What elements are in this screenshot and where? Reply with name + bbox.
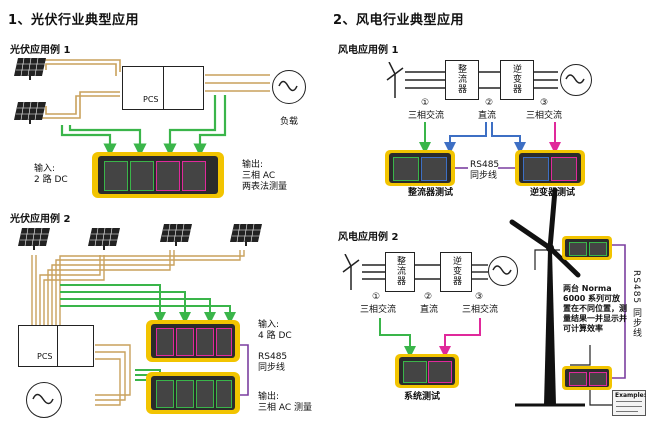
inverter-box: 逆变器	[500, 60, 534, 100]
pv1-pcs-box: PCS	[122, 66, 204, 110]
pv2-sync-line	[240, 344, 249, 396]
inverter-test-label: 逆变器测试	[530, 188, 576, 198]
power-analyzer-device	[92, 152, 224, 198]
ac3-label: 三相交流	[526, 111, 563, 121]
wind-section-title: 2、风电行业典型应用	[333, 13, 465, 28]
pv1-output-label: 输出: 三相 AC 两表法测量	[242, 160, 288, 192]
rs485-sync-vertical-label: RS485 同步线	[631, 270, 641, 339]
wind2-magenta-arrow	[439, 318, 481, 358]
solar-panel-icon	[18, 228, 50, 250]
pv1-title: 光伏应用例 1	[10, 45, 71, 56]
example-display-box: Example:	[612, 390, 646, 416]
pv2-title: 光伏应用例 2	[10, 214, 71, 225]
rectifier-box: 整流器	[445, 60, 479, 100]
power-analyzer-device	[515, 150, 585, 186]
wind2-note: 两台 Norma 6000 系列可放置在不同位置，测量结果一并显示并可计算效率	[563, 284, 627, 333]
solar-panel-icon	[160, 224, 192, 246]
wind1-title: 风电应用例 1	[338, 45, 399, 56]
pv2-pcs-box: PCS	[18, 325, 94, 367]
ac3-label: 三相交流	[360, 305, 397, 315]
pv2-output-label: 输出: 三相 AC 测量	[258, 392, 313, 413]
wind1-power-lines	[405, 71, 558, 89]
power-analyzer-device	[146, 320, 240, 362]
measure-point-1: ①	[372, 292, 381, 302]
pv2-sync-label: RS485 同步线	[258, 352, 288, 373]
wind1-blue-arrows	[444, 122, 526, 154]
solar-panel-icon	[88, 228, 120, 250]
wind1-sync-label: RS485 同步线	[470, 160, 500, 181]
solar-panel-icon	[14, 102, 46, 124]
measure-point-3: ③	[540, 98, 549, 108]
power-analyzer-device	[562, 236, 612, 260]
wind-turbine-icon	[385, 62, 405, 98]
dc-label: 直流	[478, 111, 497, 121]
wind2-sync-line	[612, 244, 626, 379]
ac3-label: 三相交流	[408, 111, 445, 121]
measure-point-2: ②	[424, 292, 433, 302]
ac-source-icon	[26, 382, 62, 418]
ac-source-icon	[560, 64, 592, 96]
wind2-title: 风电应用例 2	[338, 232, 399, 243]
load-label: 负载	[280, 117, 299, 127]
ac-source-icon	[488, 256, 518, 286]
power-analyzer-device	[385, 150, 455, 186]
pcs-label: PCS	[143, 95, 159, 104]
system-test-label: 系统测试	[404, 392, 441, 402]
wind2-power-lines	[362, 264, 488, 280]
measure-point-1: ①	[421, 98, 430, 108]
pv1-measure-arrows	[60, 95, 227, 157]
solar-panel-icon	[230, 224, 262, 246]
wind-turbine-icon	[340, 254, 362, 290]
power-analyzer-device	[395, 354, 459, 388]
pv2-input-label: 输入: 4 路 DC	[258, 320, 292, 341]
pcs-label: PCS	[37, 352, 53, 361]
power-analyzer-device	[146, 372, 240, 414]
rectifier-test-label: 整流器测试	[408, 188, 454, 198]
pv-section-title: 1、光伏行业典型应用	[8, 13, 140, 28]
ac3-label: 三相交流	[462, 305, 499, 315]
wind2-green-arrow	[379, 318, 416, 358]
solar-panel-icon	[14, 58, 46, 80]
rectifier-box: 整流器	[385, 252, 415, 292]
ac-source-icon	[272, 70, 306, 104]
wind-turbine	[509, 187, 585, 407]
pv1-input-label: 输入: 2 路 DC	[34, 164, 68, 185]
inverter-box: 逆变器	[440, 252, 472, 292]
power-analyzer-device	[562, 366, 612, 390]
measure-point-3: ③	[475, 292, 484, 302]
measure-point-2: ②	[485, 98, 494, 108]
dc-label: 直流	[420, 305, 439, 315]
